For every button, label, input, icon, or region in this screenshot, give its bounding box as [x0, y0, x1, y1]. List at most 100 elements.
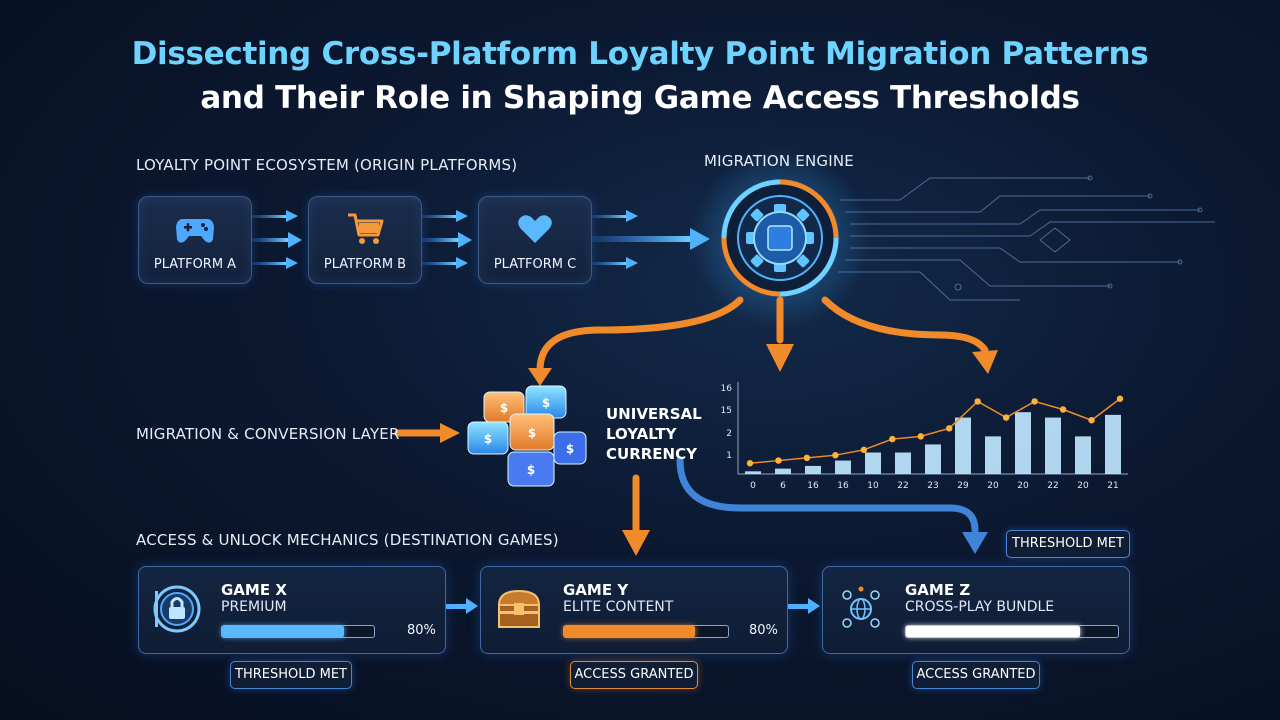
currency-line-2: LOYALTY — [606, 425, 677, 443]
chart-bar — [835, 460, 851, 474]
svg-text:$: $ — [484, 432, 492, 446]
orange-arrowheads — [440, 344, 998, 556]
game-x-card[interactable]: GAME X PREMIUM 80% — [138, 566, 446, 654]
svg-text:$: $ — [528, 426, 536, 440]
chart-bar — [925, 444, 941, 474]
platform-label: PLATFORM B — [323, 257, 407, 272]
chart-point — [1088, 417, 1095, 424]
progress-fill — [564, 626, 696, 637]
svg-text:$: $ — [542, 396, 550, 410]
section-origin-label: Loyalty Point Ecosystem (Origin Platform… — [136, 156, 518, 174]
platform-label: PLATFORM C — [493, 257, 577, 272]
blue-threshold-arrow — [676, 456, 979, 534]
chart-bar — [1045, 417, 1061, 474]
migration-engine — [690, 148, 870, 328]
game-name: GAME X — [221, 581, 287, 599]
game-x-status-badge: THRESHOLD MET — [230, 661, 352, 689]
progress-bar — [905, 625, 1119, 638]
progress-bar — [221, 625, 375, 638]
progress-percent: 80% — [407, 623, 436, 638]
chart-point — [1116, 395, 1124, 402]
title-line-1: Dissecting Cross-Platform Loyalty Point … — [131, 36, 1149, 72]
chart-point — [860, 446, 868, 454]
lock-vault-icon — [153, 585, 201, 633]
treasure-chest-icon — [497, 589, 541, 628]
circuit-lines — [838, 175, 1215, 301]
chart-bar — [745, 471, 761, 474]
progress-fill — [906, 626, 1080, 637]
chart-bar — [895, 452, 911, 474]
title-line-2: and Their Role in Shaping Game Access Th… — [200, 80, 1080, 116]
game-tier: PREMIUM — [221, 599, 287, 615]
svg-text:$: $ — [500, 401, 508, 415]
chart-bar — [1105, 414, 1121, 474]
network-globe-icon — [842, 586, 880, 628]
game-y-card[interactable]: GAME Y ELITE CONTENT 80% — [480, 566, 788, 654]
chart-bar — [955, 417, 971, 474]
game-tier: CROSS-PLAY BUNDLE — [905, 599, 1055, 615]
chart-x-tick-label: 29 — [957, 481, 969, 491]
game-y-status-badge: ACCESS GRANTED — [570, 661, 698, 689]
currency-line-1: UNIVERSAL — [606, 405, 702, 423]
chart-bar — [1015, 412, 1031, 474]
chart-x-tick-label: 22 — [897, 481, 908, 491]
chart-bar — [805, 465, 821, 474]
chart-x-tick-label: 6 — [780, 481, 786, 491]
chart-threshold-badge: THRESHOLD MET — [1006, 530, 1130, 558]
chart-point — [889, 435, 896, 443]
chart-point — [803, 454, 811, 462]
gamepad-icon — [176, 219, 214, 243]
chart-point — [832, 451, 839, 459]
universal-currency-label: UNIVERSAL LOYALTY CURRENCY — [606, 404, 702, 464]
chart-x-tick-label: 16 — [837, 481, 849, 491]
game-arrows — [446, 598, 820, 614]
chart-point — [746, 460, 754, 467]
chart-y-tick-label: 2 — [726, 429, 732, 439]
chart-point — [1002, 414, 1010, 421]
chart-bar — [865, 452, 881, 474]
game-z-status-badge: ACCESS GRANTED — [912, 661, 1040, 689]
chart-bar — [1075, 436, 1091, 474]
currency-cubes-icon: $$$ $$$ — [467, 385, 587, 487]
chart-bar — [985, 436, 1001, 474]
chart-bar — [775, 468, 791, 474]
game-z-card[interactable]: GAME Z CROSS-PLAY BUNDLE — [822, 566, 1130, 654]
platform-a-card[interactable]: PLATFORM A — [138, 196, 252, 284]
chart-point — [946, 425, 953, 432]
chart-x-tick-label: 20 — [1077, 481, 1089, 491]
section-destination-label: Access & Unlock Mechanics (Destination G… — [136, 531, 559, 549]
chart-point — [974, 398, 981, 405]
chart-x-tick-label: 20 — [987, 481, 999, 491]
chart-x-tick-label: 20 — [1017, 481, 1029, 491]
chart-point — [917, 433, 924, 440]
chart-line — [749, 398, 1121, 464]
chart-y-tick-label: 16 — [721, 384, 733, 394]
currency-line-3: CURRENCY — [606, 445, 697, 463]
heart-icon — [518, 215, 552, 243]
game-name: GAME Z — [905, 581, 971, 599]
chart-point — [1031, 398, 1038, 405]
chart-x-tick-label: 16 — [807, 481, 819, 491]
progress-fill — [222, 626, 344, 637]
game-tier: ELITE CONTENT — [563, 599, 674, 615]
chart-y-tick-label: 1 — [726, 451, 732, 461]
platform-c-card[interactable]: PLATFORM C — [478, 196, 592, 284]
chart-point — [1059, 406, 1067, 413]
section-conversion-label: Migration & Conversion Layer — [136, 425, 400, 443]
progress-bar — [563, 625, 729, 638]
chart-x-tick-label: 22 — [1047, 481, 1058, 491]
svg-text:$: $ — [566, 442, 574, 456]
section-engine-label: Migration Engine — [704, 152, 854, 170]
chart-point — [775, 457, 782, 464]
engine-output-arrows — [394, 296, 989, 534]
platform-label: PLATFORM A — [153, 257, 237, 272]
game-name: GAME Y — [563, 581, 629, 599]
chart-x-tick-label: 23 — [927, 481, 938, 491]
chart-x-tick-label: 10 — [867, 481, 879, 491]
platform-b-card[interactable]: PLATFORM B — [308, 196, 422, 284]
chart-x-tick-label: 21 — [1107, 481, 1118, 491]
chart-x-tick-label: 0 — [750, 481, 756, 491]
chart-y-tick-label: 15 — [721, 406, 732, 416]
